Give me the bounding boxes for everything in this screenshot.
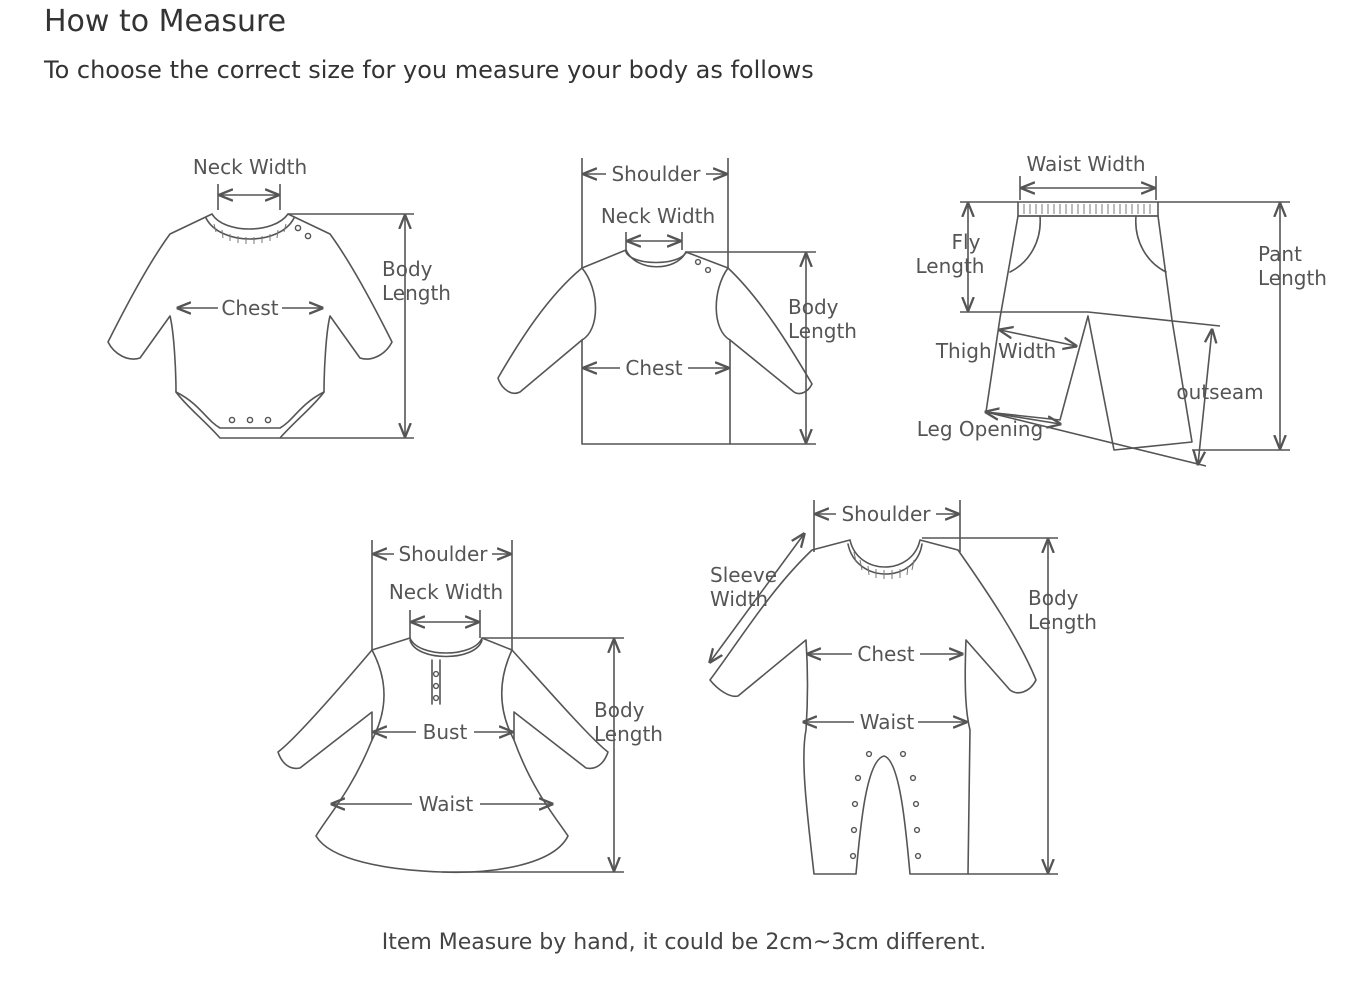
bodysuit-leg-opening [175, 391, 325, 429]
tshirt-diagram: Shoulder Neck Width Chest Body Length [497, 158, 857, 445]
shoulder-label: Shoulder [841, 502, 931, 526]
pants-diagram: Waist Width Fly Length Thigh Width Leg O… [916, 152, 1327, 467]
pants-pocket [1135, 215, 1167, 273]
tshirt-button [704, 266, 712, 274]
chest-label: Chest [221, 296, 278, 320]
sleeve-width-label: Sleeve [710, 563, 777, 587]
shoulder-label: Shoulder [611, 162, 701, 186]
bodysuit-snap [264, 416, 272, 424]
bodysuit-snap [228, 416, 236, 424]
neck-width-label: Neck Width [389, 580, 503, 604]
romper-outline [709, 539, 1037, 875]
pants-waistband [1017, 201, 1159, 217]
waist-label: Waist [860, 710, 915, 734]
dress-placket [431, 659, 441, 705]
romper-collar [847, 543, 923, 575]
leg-opening-label: Leg Opening [917, 417, 1044, 441]
outseam-arrow [1198, 330, 1212, 464]
bodysuit-snap [246, 416, 254, 424]
chest-label: Chest [857, 642, 914, 666]
dress-button [432, 670, 440, 678]
romper-snap [913, 826, 921, 834]
body-length-label: Body [788, 295, 839, 319]
fly-length-label: Fly [952, 230, 981, 254]
romper-snap [914, 852, 922, 860]
body-length-label-2: Length [382, 281, 451, 305]
romper-snap [851, 800, 859, 808]
sleeve-width-label-2: Width [710, 587, 768, 611]
neck-width-label: Neck Width [193, 155, 307, 179]
page-subtitle: To choose the correct size for you measu… [44, 56, 814, 84]
body-length-label-2: Length [1028, 610, 1097, 634]
waist-width-label: Waist Width [1026, 152, 1145, 176]
romper-snap [854, 774, 862, 782]
measurement-disclaimer: Item Measure by hand, it could be 2cm~3c… [381, 930, 987, 955]
romper-snap [899, 750, 907, 758]
romper-snap [849, 852, 857, 860]
pant-length-label: Pant [1258, 242, 1302, 266]
fly-length-label-2: Length [916, 254, 985, 278]
body-length-label-2: Length [594, 722, 663, 746]
dress-collar [409, 639, 483, 658]
dress-outline [277, 637, 609, 874]
bodysuit-outline [107, 213, 393, 439]
bodysuit-button [294, 224, 302, 232]
body-length-label: Body [594, 698, 645, 722]
body-length-label: Body [1028, 586, 1079, 610]
sleeve-width-arrow [710, 534, 804, 662]
romper-snap [912, 800, 920, 808]
waist-label: Waist [419, 792, 474, 816]
thigh-width-label: Thigh Width [935, 339, 1056, 363]
romper-snap [909, 774, 917, 782]
dress-button [432, 682, 440, 690]
romper-snap [850, 826, 858, 834]
bodysuit-button [304, 232, 312, 240]
romper-snap [865, 750, 873, 758]
tshirt-outline [497, 249, 813, 445]
outseam-label: outseam [1176, 380, 1263, 404]
bust-label: Bust [423, 720, 468, 744]
bodysuit-diagram: Neck Width Chest Body Length [107, 155, 451, 439]
page-title: How to Measure [44, 4, 287, 39]
romper-diagram: Shoulder Sleeve Width Chest Waist Body L… [709, 500, 1097, 875]
pants-pocket [1009, 215, 1041, 273]
bodysuit-collar [205, 217, 295, 240]
dress-diagram: Shoulder Neck Width Bust Waist Body Leng… [277, 540, 663, 874]
chest-label: Chest [625, 356, 682, 380]
neck-width-label: Neck Width [601, 204, 715, 228]
tshirt-button [694, 258, 702, 266]
dress-button [432, 694, 440, 702]
thigh-width-arrow [1000, 330, 1076, 346]
pant-length-label-2: Length [1258, 266, 1327, 290]
leg-opening-arrow [986, 412, 1060, 424]
shoulder-label: Shoulder [398, 542, 488, 566]
tshirt-collar [625, 251, 687, 264]
body-length-label-2: Length [788, 319, 857, 343]
body-length-label: Body [382, 257, 433, 281]
pants-outline [985, 215, 1193, 451]
